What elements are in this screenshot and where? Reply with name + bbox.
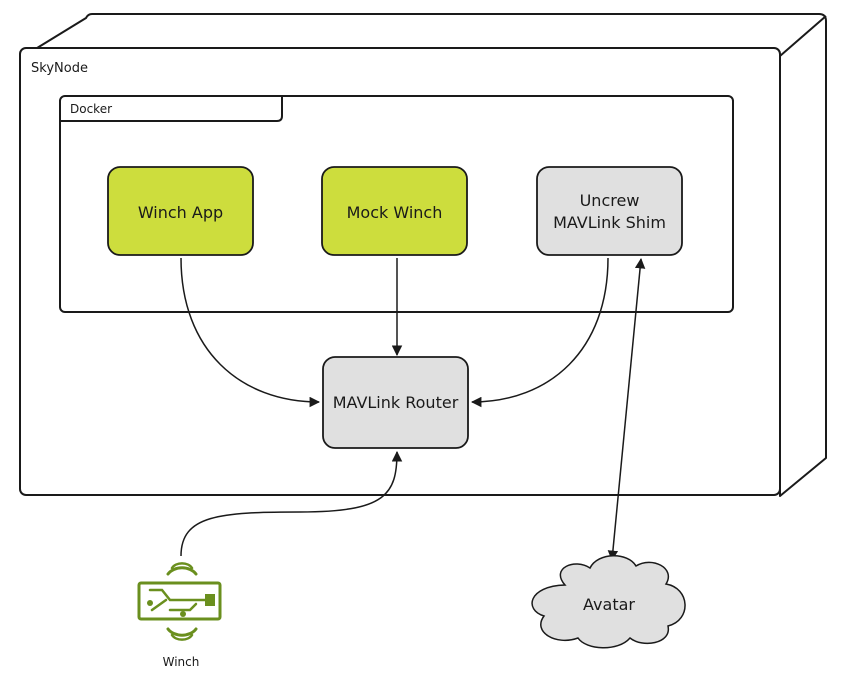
skynode-top-face <box>23 13 827 497</box>
avatar-cloud: Avatar <box>531 555 686 649</box>
uncrew-shim-node: Uncrew MAVLink Shim <box>536 166 683 256</box>
connectors <box>180 257 646 562</box>
winch-app-label: Winch App <box>138 203 223 222</box>
docker-label: Docker <box>70 102 112 116</box>
edge-shim-to-router <box>470 257 609 408</box>
edge-winch-app-to-router <box>180 257 321 408</box>
skynode-edge <box>779 15 827 57</box>
mavlink-router-node: MAVLink Router <box>322 356 469 449</box>
uncrew-shim-label-line2: MAVLink Shim <box>553 213 666 232</box>
docker-tab <box>60 96 283 122</box>
skynode-label: SkyNode <box>31 61 88 76</box>
avatar-label: Avatar <box>583 595 635 614</box>
edge-avatar-shim <box>607 257 646 562</box>
winch-app-node: Winch App <box>107 166 254 256</box>
edge-winch-device-to-router <box>180 450 403 557</box>
mock-winch-label: Mock Winch <box>347 203 443 222</box>
mock-winch-node: Mock Winch <box>321 166 468 256</box>
mavlink-router-label: MAVLink Router <box>333 393 459 412</box>
uncrew-shim-label-line1: Uncrew <box>580 191 640 210</box>
circuit-board-wireless-icon <box>137 562 222 641</box>
winch-device-label: Winch <box>163 655 200 669</box>
